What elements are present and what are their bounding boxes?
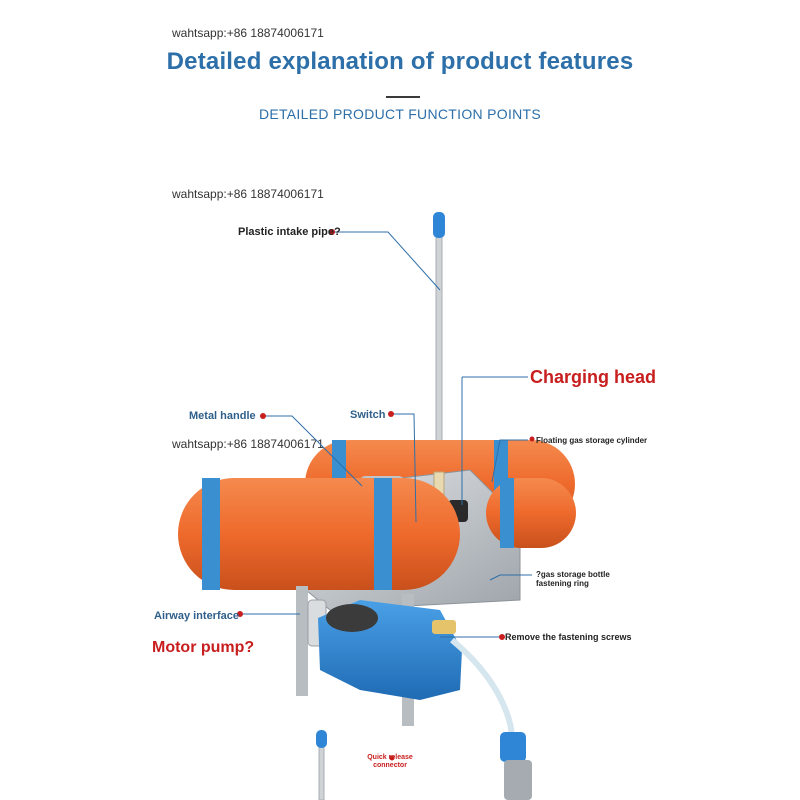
pump-graphic bbox=[296, 586, 462, 726]
callout-metal-handle: Metal handle bbox=[189, 410, 256, 422]
callout-quick-release: Quick release connector bbox=[367, 754, 413, 769]
callout-airway-interface: Airway interface bbox=[154, 610, 239, 622]
callout-charging-head: Charging head bbox=[530, 367, 657, 387]
page-subtitle: DETAILED PRODUCT FUNCTION POINTS bbox=[258, 106, 542, 122]
callout-motor-pump: Motor pump? bbox=[152, 639, 255, 656]
watermark-middle: wahtsapp:+86 18874006171 bbox=[172, 187, 324, 201]
title-divider bbox=[386, 96, 420, 98]
callout-switch: Switch bbox=[350, 409, 386, 421]
lower-pipe-graphic bbox=[316, 730, 327, 800]
callout-floating-cylinder: Floating gas storage cylinder bbox=[536, 436, 648, 445]
side-float-graphic bbox=[486, 478, 576, 548]
callout-bottle-ring: ?gas storage bottle fastening ring bbox=[536, 570, 610, 588]
front-float-graphic bbox=[178, 478, 460, 590]
watermark-top: wahtsapp:+86 18874006171 bbox=[172, 26, 324, 40]
callout-intake-pipe: Plastic intake pipe? bbox=[238, 226, 341, 238]
watermark-lower: wahtsapp:+86 18874006171 bbox=[172, 437, 324, 451]
tube-graphic bbox=[450, 637, 532, 800]
page-title: Detailed explanation of product features bbox=[166, 48, 634, 75]
callout-fastening-screws: Remove the fastening screws bbox=[505, 632, 632, 642]
